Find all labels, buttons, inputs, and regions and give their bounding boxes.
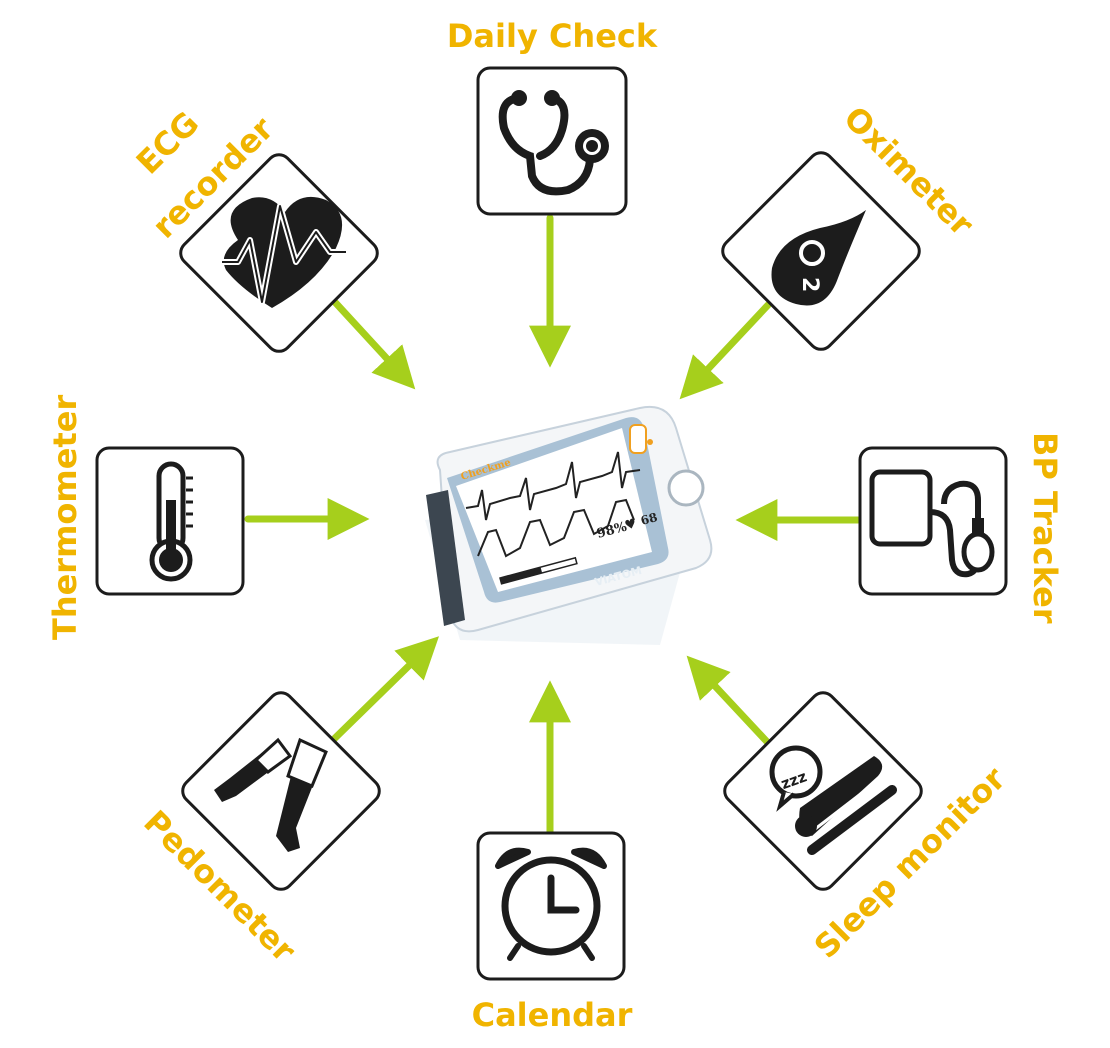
label-thermometer: Thermometer (46, 395, 84, 640)
pleth-trace (477, 498, 635, 558)
legs-walking-icon (214, 737, 328, 852)
device-sensor-hole (667, 469, 705, 507)
oximeter-box: 2 (721, 151, 921, 351)
calendar-box (476, 831, 626, 981)
stethoscope-icon (498, 90, 609, 196)
label-bp-tracker: BP Tracker (1026, 432, 1064, 624)
device-led (647, 439, 653, 445)
blood-pressure-cuff-icon (869, 469, 995, 578)
alarm-clock-icon (495, 847, 607, 961)
arrow-oximeter (679, 301, 772, 400)
ecg-recorder-box (179, 153, 379, 353)
arrows (244, 214, 862, 837)
svg-text:2: 2 (797, 277, 822, 292)
pedometer-box (181, 691, 381, 891)
label-daily-check: Daily Check (447, 17, 658, 55)
heart-ecg-icon (222, 196, 346, 308)
daily-check-box (476, 66, 628, 216)
device-power-button (629, 424, 647, 454)
arrow-ecg (329, 296, 416, 390)
ecg-trace (465, 451, 641, 521)
checkme-device: 98% ♥ 68 Checkme VIATOM (425, 406, 713, 645)
thermometer-box (95, 446, 245, 596)
thermometer-icon (149, 461, 193, 582)
bp-tracker-box (858, 446, 1008, 596)
signal-bar-fill (499, 567, 543, 584)
device-side-grip (426, 490, 465, 626)
sleeping-person-icon: zzz (769, 745, 897, 855)
arrow-sleep-monitor (686, 655, 774, 749)
o2-drop-icon: 2 (771, 210, 866, 306)
sleep-monitor-box: zzz (723, 691, 923, 891)
label-calendar: Calendar (472, 996, 633, 1034)
arrow-pedometer (329, 636, 440, 744)
heart-rate-readout: 68 (639, 510, 659, 528)
heart-symbol: ♥ (623, 516, 638, 534)
